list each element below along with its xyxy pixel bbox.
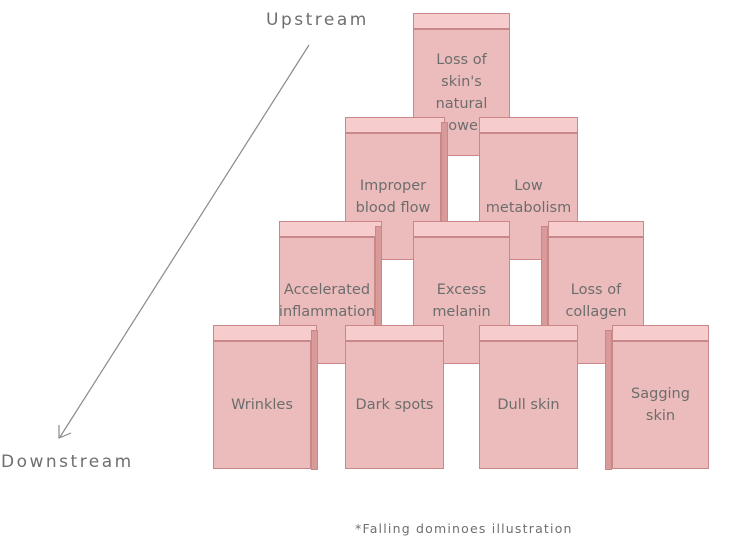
- downstream-label: Downstream: [1, 452, 134, 472]
- domino-label: Accelerated inflammation: [278, 281, 376, 320]
- domino-label: Sagging skin: [631, 386, 690, 424]
- domino-label: Loss of collagen: [565, 281, 627, 320]
- domino-label: Dark spots: [355, 397, 434, 413]
- domino-dull-skin: Dull skin: [479, 325, 578, 469]
- domino-sagging-skin: Sagging skin: [605, 325, 709, 470]
- upstream-label: Upstream: [266, 10, 369, 30]
- domino-dark-spots: Dark spots: [345, 325, 444, 469]
- domino-label: Wrinkles: [231, 397, 293, 413]
- domino-label: Dull skin: [497, 397, 560, 413]
- domino-label: Improper blood flow: [355, 177, 431, 216]
- domino-label: Low metabolism: [485, 177, 572, 216]
- domino-label: Excess melanin: [432, 281, 491, 320]
- domino-label: Loss of skin's natural power: [435, 51, 488, 134]
- footnote: *Falling dominoes illustration: [355, 521, 573, 536]
- domino-wrinkles: Wrinkles: [213, 325, 318, 470]
